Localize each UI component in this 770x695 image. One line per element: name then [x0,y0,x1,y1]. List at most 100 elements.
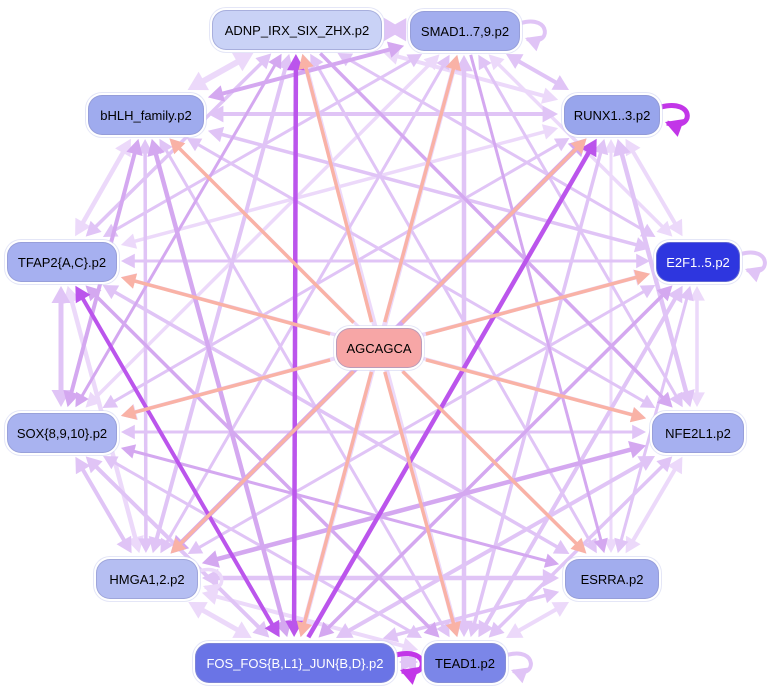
node-label: HMGA1,2.p2 [109,571,185,587]
edge-esrra-sox [128,448,552,564]
node-adnp[interactable]: ADNP_IRX_SIX_ZHX.p2 [212,10,382,50]
node-label: TFAP2{A,C}.p2 [17,254,107,270]
edge-fos-hmga [195,604,245,636]
edge-smad-runx [513,56,562,88]
edge-arrowhead [75,456,91,475]
edge-arrowhead [268,53,282,70]
edge-arrowhead [116,535,132,554]
edge-tfap2-bhlh [78,146,128,229]
edge-group-salmon [120,53,651,638]
edge-arrowhead [102,285,120,300]
node-tfap2[interactable]: TFAP2{A,C}.p2 [7,242,117,282]
edge-nfe2l1-bhlh [193,140,649,406]
node-label: SOX{8,9,10}.p2 [16,425,108,441]
edge-arrowhead [639,394,656,408]
self-loop-arrowhead [665,119,685,137]
edge-agcagca-esrra [401,370,582,549]
node-smad[interactable]: SMAD1..7,9.p2 [410,11,520,51]
edge-arrowhead [689,286,705,301]
self-loop-arrowhead [525,35,543,52]
node-label: AGCAGCA [346,340,412,356]
edge-arrowhead [603,539,619,553]
edge-runx-nfe2l1 [618,147,690,399]
node-fos[interactable]: FOS_FOS{B,L1}_JUN{B,D}.p2 [195,643,395,683]
edge-arrowhead [542,569,559,587]
self-loop-arrowhead [511,667,529,684]
edge-e2f1-bhlh [215,131,643,248]
edge-tead-bhlh [162,145,447,631]
node-tead[interactable]: TEAD1.p2 [424,643,506,683]
node-label: FOS_FOS{B,L1}_JUN{B,D}.p2 [206,655,384,671]
edge-arrowhead [478,619,494,638]
node-runx[interactable]: RUNX1..3.p2 [564,95,660,135]
edge-arrowhead [625,535,641,554]
self-loop-group [198,19,767,685]
node-label: NFE2L1.p2 [665,425,731,441]
edge-runx-tfap2 [128,128,551,245]
node-label: TEAD1.p2 [435,655,495,671]
edge-arrowhead [639,285,656,299]
edge-agcagca-bhlh [174,143,355,324]
edge-agcagca-runx [401,143,582,324]
edge-arrowhead [63,390,80,408]
edge-arrowhead [552,539,570,554]
edge-arrowhead [542,105,558,123]
edge-arrowhead [553,138,570,152]
edge-arrowhead [208,105,224,123]
edge-arrowhead [632,424,646,440]
edge-arrowhead [637,456,655,471]
edge-agcagca-smad [383,62,457,323]
node-bhlh[interactable]: bHLH_family.p2 [88,95,204,135]
node-nfe2l1[interactable]: NFE2L1.p2 [652,413,744,453]
node-e2f1[interactable]: E2F1..5.p2 [656,242,740,282]
edge-arrowhead [636,253,650,269]
edge-group-dark [75,54,597,639]
edge-arrowhead [667,218,683,237]
node-label: E2F1..5.p2 [666,254,730,270]
edge-arrowhead [102,394,119,408]
edge-agcagca-hmga [175,370,355,549]
edge-arrowhead [406,54,423,68]
edge-esrra-tfap2 [109,287,563,552]
self-loop-arrowhead [203,583,220,599]
edge-hmga-sox [78,463,129,547]
edge-e2f1-hmga [194,287,649,552]
node-hmga[interactable]: HMGA1,2.p2 [96,559,198,599]
edge-agcagca-tead [383,371,457,630]
edge-arrowhead [207,126,225,143]
edge-arrowhead [542,587,560,604]
edge-arrowhead [629,407,647,423]
node-sox[interactable]: SOX{8,9,10}.p2 [7,413,117,453]
self-loop-arrowhead [745,266,763,283]
edge-arrowhead [401,637,419,655]
edge-arrowhead [667,285,683,304]
edge-nfe2l1-hmga [210,445,638,563]
edge-arrowhead [75,391,89,408]
edge-arrowhead [543,553,560,568]
edge-agcagca-e2f1 [425,274,643,336]
edge-arrowhead [633,237,651,253]
edge-arrowhead [401,652,418,672]
edge-adnp-bhlh [195,55,246,88]
edge-arrowhead [406,624,422,638]
edge-arrowhead [583,537,597,554]
node-esrra[interactable]: ESRRA.p2 [565,559,659,599]
node-label: SMAD1..7,9.p2 [420,23,510,39]
edge-arrowhead [382,627,399,643]
node-label: RUNX1..3.p2 [573,107,651,123]
node-label: ESRRA.p2 [580,571,644,587]
self-loop-arrowhead [400,667,420,685]
edge-adnp-e2f1 [343,55,650,235]
edge-tead-hmga [210,593,410,650]
edge-arrowhead [186,138,203,152]
edge-adnp-esrra [312,60,595,547]
edge-arrowhead [478,54,492,71]
edge-arrowhead [138,538,154,553]
edge-arrowhead [187,540,204,554]
node-agcagca[interactable]: AGCAGCA [336,328,422,368]
edge-nfe2l1-esrra [628,463,680,547]
edge-arrowhead [541,87,559,104]
edge-agcagca-fos [301,371,374,630]
